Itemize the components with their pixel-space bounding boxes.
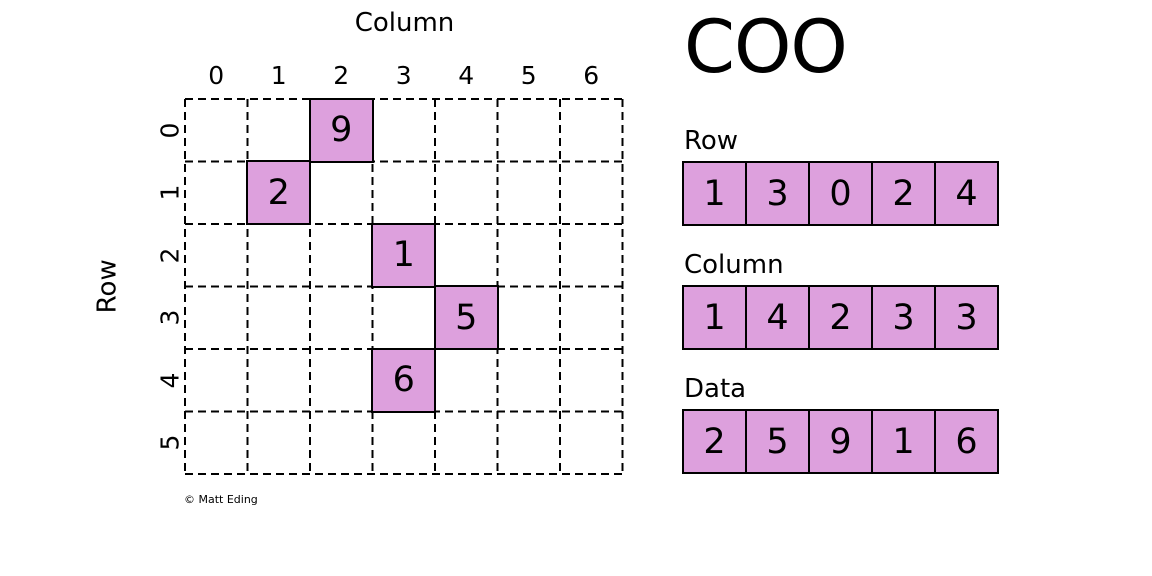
row-tick-label-text: 0 [155, 122, 185, 139]
array-label-row: Row [684, 126, 739, 156]
array-cell-value: 1 [703, 297, 726, 338]
matrix-cell: 2 [246, 160, 312, 226]
array-cell-value: 3 [892, 297, 915, 338]
column-tick-label: 2 [333, 61, 350, 90]
column-tick-label: 5 [520, 61, 537, 90]
matrix-cell-value: 1 [392, 235, 415, 276]
array-cell: 0 [807, 160, 874, 227]
column-tick-label: 0 [208, 61, 225, 90]
column-tick-label: 4 [458, 61, 475, 90]
array-cell-value: 9 [829, 421, 852, 462]
matrix-cell: 5 [433, 285, 499, 351]
array-cell: 2 [870, 160, 937, 227]
array-cell: 5 [744, 408, 811, 475]
credit-text: © Matt Eding [184, 493, 258, 506]
array-cell: 3 [744, 160, 811, 227]
row-tick-label-text: 4 [155, 372, 185, 389]
matrix-cell-value: 9 [330, 110, 353, 151]
array-cell-value: 1 [703, 173, 726, 214]
row-tick-label-text: 1 [155, 184, 185, 201]
row-tick-label-text: 2 [155, 247, 185, 264]
array-cell: 3 [870, 284, 937, 351]
array-cell-value: 2 [829, 297, 852, 338]
row-tick-label: 3 [153, 287, 187, 350]
matrix-cell-value: 2 [267, 172, 290, 213]
array-cell: 3 [933, 284, 1000, 351]
array-cell-value: 5 [766, 421, 789, 462]
column-axis-title: Column [354, 8, 455, 38]
array-cell-value: 2 [892, 173, 915, 214]
column-tick-label: 1 [270, 61, 287, 90]
row-tick-label: 0 [153, 99, 187, 162]
row-tick-label: 1 [153, 162, 187, 225]
row-tick-label-text: 3 [155, 309, 185, 326]
array-cell-value: 3 [766, 173, 789, 214]
array-cell: 6 [933, 408, 1000, 475]
matrix-cell-value: 5 [455, 297, 478, 338]
array-cell: 1 [681, 284, 748, 351]
array-cell: 9 [807, 408, 874, 475]
array-cell-value: 3 [955, 297, 978, 338]
coo-title: COO [684, 5, 848, 90]
array-cell-value: 4 [766, 297, 789, 338]
array-cell: 2 [807, 284, 874, 351]
array-label-data: Data [684, 374, 747, 404]
row-tick-label: 5 [153, 412, 187, 475]
row-tick-label: 4 [153, 349, 187, 412]
matrix-cell: 6 [371, 347, 437, 413]
row-axis-title: Row [92, 99, 124, 474]
matrix-cell: 1 [371, 222, 437, 288]
row-tick-label-text: 5 [155, 434, 185, 451]
array-cell-value: 1 [892, 421, 915, 462]
array-cell-value: 0 [829, 173, 852, 214]
array-cell: 4 [933, 160, 1000, 227]
array-cell: 2 [681, 408, 748, 475]
array-cell: 1 [870, 408, 937, 475]
row-axis-title-text: Row [92, 259, 123, 314]
row-tick-label: 2 [153, 224, 187, 287]
column-tick-label: 6 [583, 61, 600, 90]
column-tick-label: 3 [395, 61, 412, 90]
array-cell: 1 [681, 160, 748, 227]
matrix-cell-value: 6 [392, 360, 415, 401]
array-cell: 4 [744, 284, 811, 351]
array-label-column: Column [684, 250, 784, 280]
array-cell-value: 4 [955, 173, 978, 214]
matrix-cell: 9 [308, 97, 374, 163]
array-cell-value: 2 [703, 421, 726, 462]
array-cell-value: 6 [955, 421, 978, 462]
